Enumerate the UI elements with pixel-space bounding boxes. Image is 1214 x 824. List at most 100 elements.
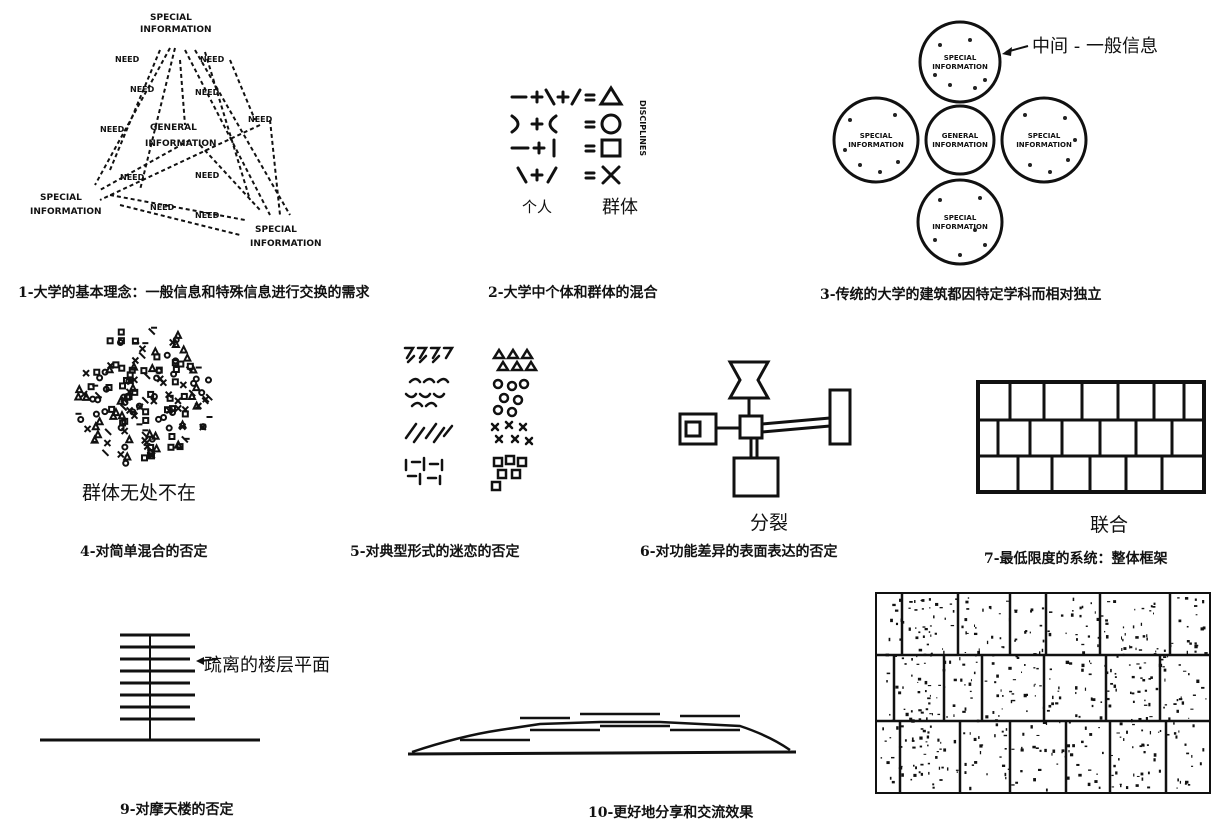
annotation-middle-general-info: 中间 - 一般信息 — [1032, 32, 1158, 58]
speckle-mark — [975, 627, 976, 629]
speckle-mark — [939, 767, 940, 770]
scatter-mark — [103, 370, 108, 375]
speckle-mark — [1163, 707, 1165, 709]
speckle-mark — [1061, 614, 1063, 616]
speckle-mark — [1006, 728, 1007, 731]
speckle-mark — [1107, 690, 1109, 691]
speckle-mark — [1002, 731, 1004, 733]
speckle-mark — [1052, 750, 1055, 753]
speckle-mark — [1035, 695, 1036, 696]
speckle-mark — [1088, 635, 1090, 637]
svg-text:SPECIAL: SPECIAL — [1028, 132, 1061, 140]
speckle-mark — [975, 654, 977, 656]
label-split: 分裂 — [750, 508, 788, 535]
scatter-mark — [157, 368, 162, 373]
speckle-mark — [963, 732, 965, 734]
speckle-mark — [994, 734, 995, 737]
svg-text:SPECIAL: SPECIAL — [860, 132, 893, 140]
speckle-mark — [935, 756, 937, 759]
speckle-mark — [1001, 689, 1002, 691]
speckle-mark — [1110, 683, 1113, 685]
speckle-mark — [1105, 619, 1108, 621]
speckle-mark — [890, 619, 893, 622]
scatter-mark — [156, 417, 161, 422]
speckle-mark — [899, 599, 902, 602]
speckle-mark — [1120, 737, 1122, 738]
speckle-mark — [925, 628, 928, 630]
speckle-mark — [1188, 718, 1189, 719]
scatter-mark — [94, 412, 99, 417]
speckle-mark — [932, 713, 933, 715]
speckle-mark — [904, 663, 906, 665]
speckle-mark — [1188, 673, 1190, 675]
speckle-mark — [1169, 645, 1171, 648]
svg-text:SPECIAL: SPECIAL — [150, 13, 192, 23]
svg-text:NEED: NEED — [248, 115, 273, 124]
speckle-mark — [1153, 613, 1154, 615]
speckle-mark — [1205, 698, 1206, 699]
speckle-mark — [1005, 777, 1006, 779]
speckle-mark — [1180, 781, 1181, 784]
speckle-mark — [922, 608, 924, 609]
speckle-mark — [980, 751, 981, 754]
svg-text:SPECIAL: SPECIAL — [40, 193, 82, 203]
speckle-mark — [899, 746, 902, 748]
speckle-mark — [1135, 636, 1138, 639]
speckle-mark — [1158, 732, 1159, 733]
speckle-mark — [1147, 744, 1149, 746]
svg-text:NEED: NEED — [115, 55, 140, 64]
speckle-mark — [915, 627, 916, 628]
speckle-mark — [943, 748, 946, 751]
speckle-mark — [987, 641, 988, 644]
speckle-mark — [905, 739, 907, 741]
caption-5: 5-对典型形式的迷恋的否定 — [350, 541, 520, 561]
speckle-mark — [1182, 701, 1184, 704]
speckle-mark — [915, 766, 917, 769]
speckle-mark — [918, 678, 921, 681]
scatter-mark — [143, 409, 148, 414]
speckle-mark — [910, 779, 912, 781]
label-group: 群体 — [602, 193, 638, 219]
speckle-mark — [965, 631, 966, 634]
speckle-mark — [1130, 692, 1132, 694]
speckle-mark — [1140, 677, 1142, 678]
speckle-mark — [1040, 625, 1043, 627]
scatter-mark — [175, 398, 181, 404]
scatter-mark — [183, 411, 188, 416]
speckle-mark — [953, 714, 954, 717]
speckle-mark — [924, 754, 927, 755]
speckle-mark — [1015, 639, 1018, 641]
speckle-mark — [921, 599, 924, 602]
speckle-mark — [1101, 701, 1103, 703]
speckle-mark — [1097, 644, 1099, 647]
svg-text:NEED: NEED — [100, 125, 125, 134]
scatter-sketch — [40, 318, 300, 578]
speckle-mark — [913, 774, 916, 777]
speckle-mark — [1185, 597, 1188, 600]
scatter-mark — [139, 352, 145, 358]
scatter-mark — [118, 451, 124, 457]
speckle-mark — [1121, 648, 1122, 651]
speckle-mark — [1111, 775, 1113, 776]
speckle-mark — [953, 610, 955, 613]
scatter-mark — [95, 431, 101, 437]
speckle-mark — [1191, 766, 1193, 767]
label-individual: 个人 — [522, 196, 552, 217]
speckle-mark — [1195, 598, 1197, 600]
scatter-mark — [102, 450, 108, 456]
speckle-mark — [1123, 738, 1124, 741]
speckle-mark — [1139, 649, 1142, 650]
speckle-mark — [1138, 718, 1141, 721]
speckle-mark — [1192, 724, 1194, 727]
speckle-mark — [1164, 669, 1167, 672]
speckle-mark — [1056, 764, 1058, 765]
speckle-mark — [971, 679, 972, 681]
speckle-mark — [1146, 638, 1147, 641]
caption-10: 10-更好地分享和交流效果 — [588, 802, 753, 822]
speckle-mark — [1154, 653, 1157, 655]
speckle-mark — [899, 766, 902, 767]
speckle-mark — [1059, 722, 1060, 723]
scatter-mark — [175, 405, 181, 411]
speckle-mark — [917, 664, 920, 665]
speckle-mark — [1089, 733, 1092, 736]
